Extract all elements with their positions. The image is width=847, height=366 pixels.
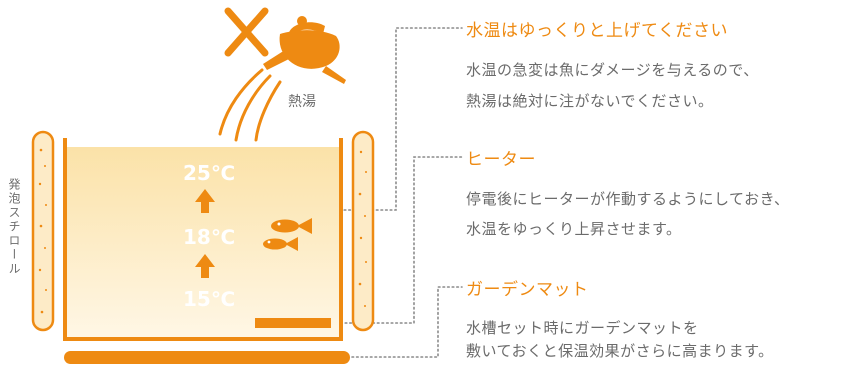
- heater: [255, 318, 331, 328]
- kettle-icon: [263, 16, 346, 84]
- callout-garden-mat-line-1: 水槽セット時にガーデンマットを: [466, 319, 699, 337]
- tank-bottom: [63, 337, 343, 341]
- tank-wall-right: [339, 138, 343, 340]
- tank-wall-left: [63, 138, 67, 340]
- callout-heater-line-2: 水温をゆっくり上昇させます。: [466, 220, 682, 238]
- fish-icon: [263, 237, 298, 251]
- callout-water-temp-line-2: 熱湯は絶対に注がないでください。: [466, 92, 714, 110]
- hot-water-label: 熱湯: [288, 94, 316, 110]
- cross-mark-icon: [224, 7, 269, 57]
- up-arrow-icon: [195, 254, 215, 278]
- callout-garden-mat-line-2: 敷いておくと保温効果がさらに高まります。: [466, 342, 774, 360]
- callout-water-temp-line-1: 水温の急変は魚にダメージを与えるので、: [466, 61, 759, 79]
- styrofoam-right: [351, 130, 375, 332]
- garden-mat: [64, 351, 350, 364]
- styrofoam-left: [31, 130, 55, 332]
- leader-line-garden-mat: [351, 286, 463, 358]
- callout-garden-mat-heading: ガーデンマット: [466, 280, 589, 300]
- leader-line-heater: [335, 156, 463, 324]
- callout-heater-line-1: 停電後にヒーターが作動するようにしておき、: [466, 190, 790, 208]
- styrofoam-texture: [38, 148, 367, 314]
- hot-water-stream: [218, 68, 282, 142]
- fish-icon: [271, 218, 312, 234]
- temperature-bottom: 15℃: [183, 287, 236, 311]
- up-arrow-icon: [195, 189, 215, 213]
- temperature-middle: 18℃: [183, 225, 236, 249]
- styrofoam-label: 発泡スチロール: [7, 178, 21, 276]
- temperature-top: 25℃: [183, 161, 236, 185]
- callout-water-temp-heading: 水温はゆっくりと上げてください: [466, 21, 728, 41]
- callout-heater-heading: ヒーター: [466, 150, 536, 170]
